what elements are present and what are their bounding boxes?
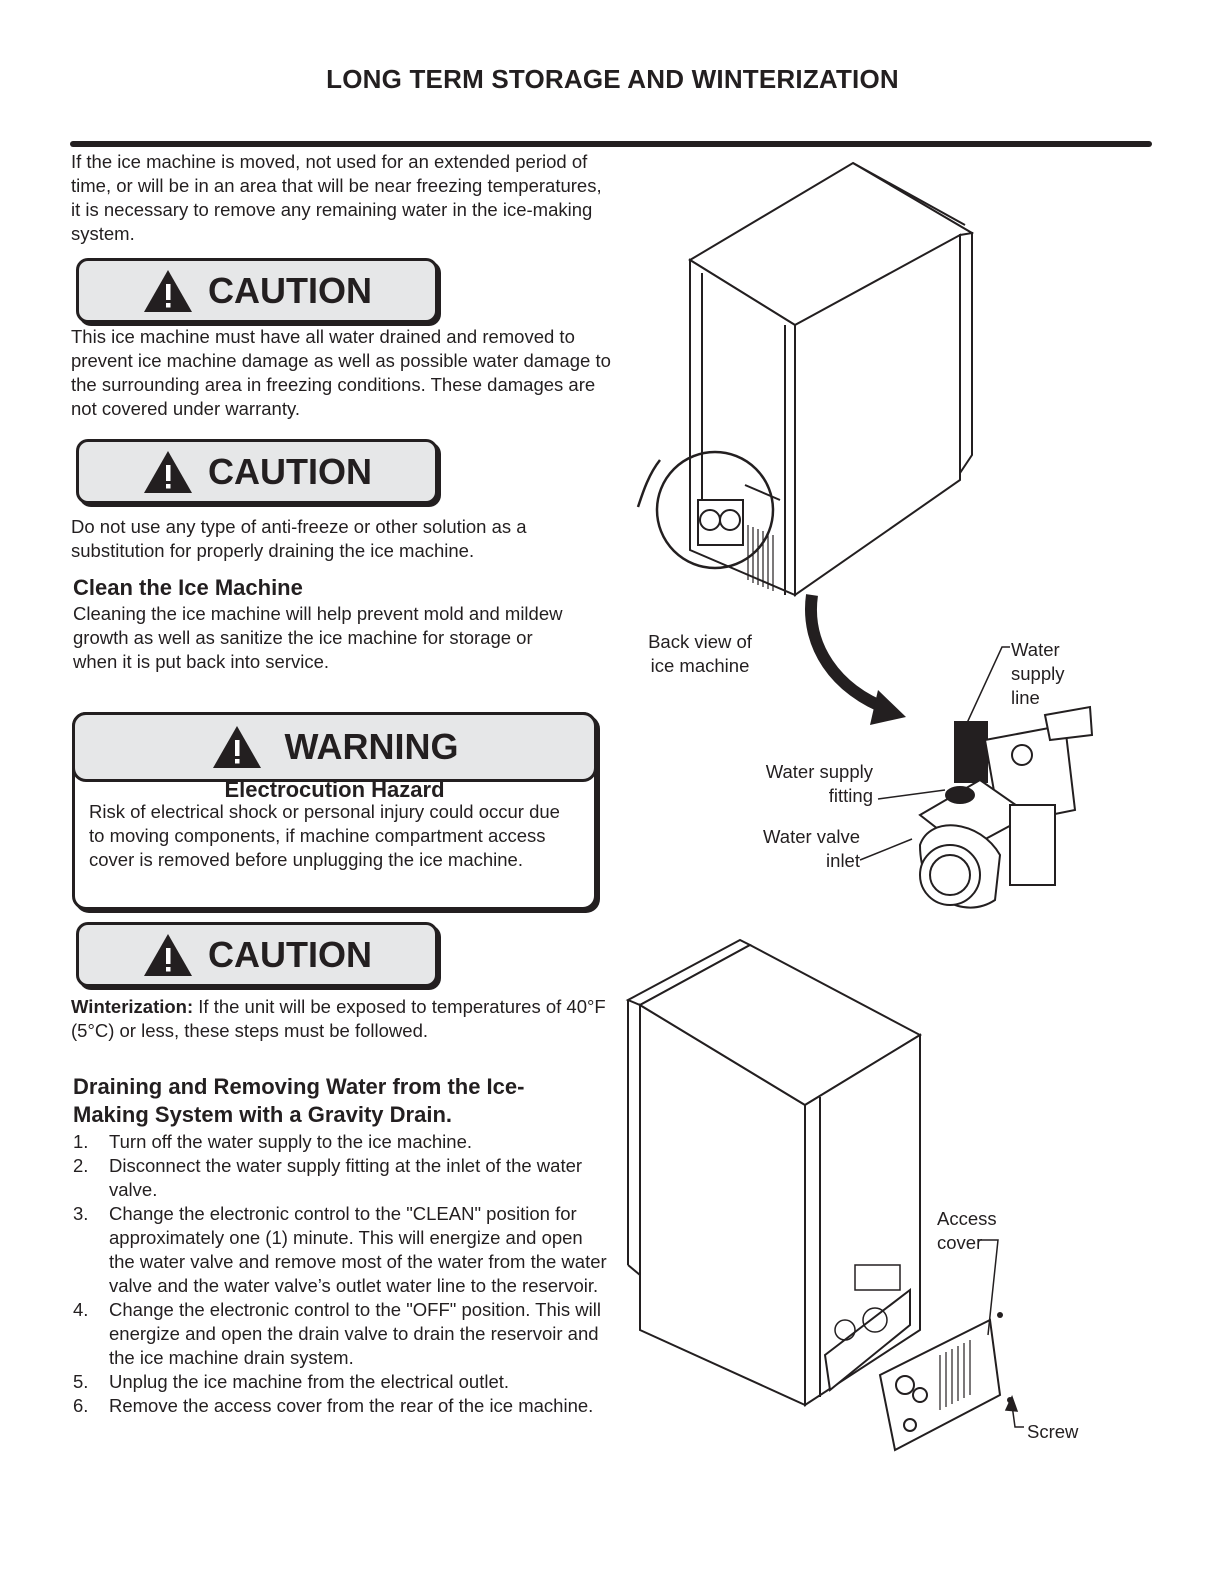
- list-item: 2.Disconnect the water supply fitting at…: [73, 1155, 583, 1200]
- caution-label: CAUTION: [208, 450, 372, 492]
- access-cover-label: Access cover: [937, 1208, 997, 1253]
- caution-badge-3: CAUTION: [76, 922, 438, 987]
- intro-text: If the ice machine is moved, not used fo…: [71, 151, 602, 244]
- warning-triangle-icon: [144, 269, 192, 312]
- warning-triangle-icon: [144, 933, 192, 976]
- clean-heading: Clean the Ice Machine: [73, 575, 303, 600]
- list-item: 5.Unplug the ice machine from the electr…: [73, 1371, 510, 1392]
- list-item: 6.Remove the access cover from the rear …: [73, 1395, 594, 1416]
- page-title: LONG TERM STORAGE AND WINTERIZATION: [326, 64, 899, 94]
- caution2-text: Do not use any type of anti-freeze or ot…: [71, 516, 527, 561]
- water-supply-fitting-label: Water supply fitting: [765, 761, 873, 806]
- access-cover-illustration: [625, 938, 1024, 1452]
- caution-badge-1: CAUTION: [76, 258, 438, 323]
- warning-subheading: Electrocution Hazard: [224, 777, 445, 802]
- list-item: 4.Change the electronic control to the "…: [73, 1299, 601, 1368]
- water-valve-inlet-label: Water valve inlet: [763, 826, 860, 871]
- back-view-illustration: [636, 161, 1094, 909]
- winterization-label: Winterization:: [71, 996, 194, 1017]
- draining-heading: Draining and Removing Water from the Ice…: [73, 1073, 524, 1129]
- draining-heading-line2: Making System with a Gravity Drain.: [73, 1102, 453, 1127]
- draining-steps: 1.Turn off the water supply to the ice m…: [73, 1130, 608, 1418]
- water-supply-line-label: Water supply line: [1011, 639, 1065, 708]
- title-rule: [70, 141, 1152, 147]
- caution-label: CAUTION: [208, 269, 372, 311]
- caution1-text: This ice machine must have all water dra…: [71, 326, 611, 419]
- screw-label: Screw: [1027, 1421, 1079, 1442]
- caution-label: CAUTION: [208, 933, 372, 975]
- list-item: 3.Change the electronic control to the "…: [73, 1203, 607, 1296]
- warning-header: WARNING: [72, 712, 597, 782]
- winterization-text: If the unit will be exposed to temperatu…: [71, 996, 606, 1041]
- warning-label: WARNING: [284, 726, 459, 767]
- caution-badge-2: CAUTION: [76, 439, 438, 504]
- list-item: 1.Turn off the water supply to the ice m…: [73, 1131, 472, 1152]
- warning-text: Risk of electrical shock or personal inj…: [89, 801, 560, 870]
- winterization-paragraph: Winterization: If the unit will be expos…: [71, 995, 611, 1043]
- draining-heading-line1: Draining and Removing Water from the Ice…: [73, 1074, 525, 1099]
- warning-triangle-icon: [144, 450, 192, 493]
- back-view-label: Back view of ice machine: [648, 631, 752, 676]
- warning-triangle-icon: [212, 726, 261, 768]
- warning-box: WARNING Electrocution Hazard Risk of ele…: [72, 712, 597, 910]
- clean-text: Cleaning the ice machine will help preve…: [73, 603, 563, 672]
